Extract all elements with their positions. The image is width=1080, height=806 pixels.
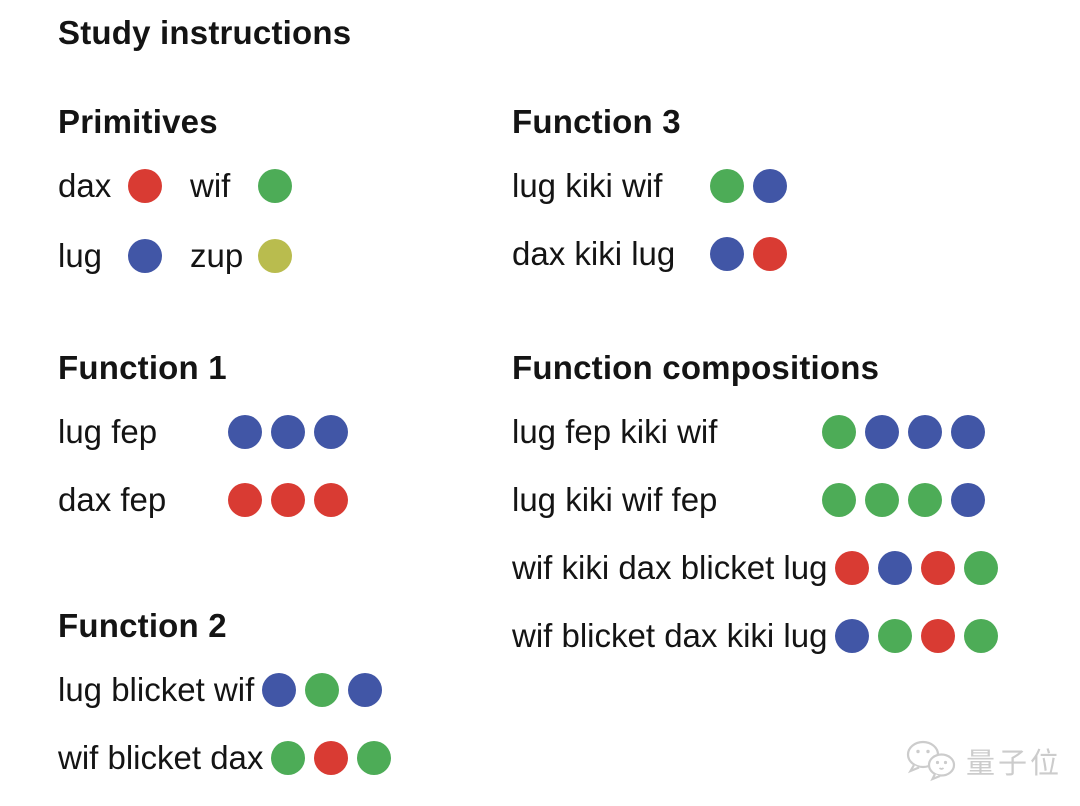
primitives-row: lug zup [58,236,292,276]
color-dot [753,169,787,203]
color-dot [921,619,956,653]
color-dot [314,483,348,517]
dot-sequence [262,673,383,707]
section-heading: Function 1 [58,349,227,386]
dot-sequence [228,483,348,517]
section-heading: Function 2 [58,607,227,644]
color-dot [314,741,349,775]
dot-sequence [835,551,999,585]
color-dot [908,483,942,517]
instruction-row: wif blicket dax [58,738,392,778]
instruction-row: wif blicket dax kiki lug [512,616,999,656]
primitive-word: lug [58,237,103,274]
section-heading: Function compositions [512,349,880,386]
primitive-word: wif [190,167,231,204]
instruction-row: lug kiki wif [512,166,787,206]
color-dot [908,415,942,449]
color-dot [822,415,856,449]
instruction-row: dax fep [58,480,348,520]
instruction-phrase: wif blicket dax kiki lug [512,617,828,654]
color-dot [128,169,162,203]
primitive-pair: lug [58,237,190,275]
dot-sequence [710,169,787,203]
instruction-row: dax kiki lug [512,234,787,274]
color-dot [964,551,999,585]
dot-sequence [822,483,985,517]
watermark-label: 量子位 [965,746,1062,780]
color-dot [305,673,340,707]
instruction-phrase: lug kiki wif [512,167,663,204]
color-dot [835,551,870,585]
primitive-pair: zup [190,237,292,275]
dot-sequence [228,415,348,449]
section-primitives: Primitives dax wif lug zup [58,102,292,306]
color-dot [921,551,956,585]
color-dot [951,415,985,449]
instruction-phrase: wif kiki dax blicket lug [512,549,828,586]
color-dot [271,741,306,775]
color-dot [964,619,999,653]
primitive-word: zup [190,237,244,274]
instruction-phrase: wif blicket dax [58,739,264,776]
dot-sequence [710,237,787,271]
instruction-phrase: lug fep kiki wif [512,413,718,450]
dot-sequence [835,619,999,653]
section-function1: Function 1 lug fep dax fep [58,348,348,548]
color-dot [271,415,305,449]
color-dot [865,415,899,449]
section-function3: Function 3 lug kiki wif dax kiki lug [512,102,787,302]
instruction-phrase: dax fep [58,481,167,518]
primitives-row: dax wif [58,166,292,206]
color-dot [878,551,913,585]
instruction-row: lug fep kiki wif [512,412,998,452]
section-compositions: Function compositions lug fep kiki wif l… [512,348,999,684]
color-dot [835,619,870,653]
color-dot [865,483,899,517]
instruction-row: lug kiki wif fep [512,480,998,520]
color-dot [262,673,297,707]
instruction-phrase: dax kiki lug [512,235,676,272]
color-dot [710,237,744,271]
watermark: 量子位 [904,739,1062,783]
section-heading: Primitives [58,103,218,140]
color-dot [271,483,305,517]
color-dot [951,483,985,517]
primitive-pair: wif [190,167,292,205]
color-dot [710,169,744,203]
primitive-word: dax [58,167,112,204]
color-dot [258,169,292,203]
color-dot [228,483,262,517]
instruction-phrase: lug fep [58,413,158,450]
section-function2: Function 2 lug blicket wif wif blicket d… [58,606,392,806]
color-dot [878,619,913,653]
wechat-icon [906,740,956,782]
color-dot [258,239,292,273]
color-dot [357,741,392,775]
instruction-row: lug fep [58,412,348,452]
color-dot [753,237,787,271]
page-title: Study instructions [58,14,352,51]
color-dot [314,415,348,449]
color-dot [822,483,856,517]
instruction-phrase: lug kiki wif fep [512,481,718,518]
instruction-phrase: lug blicket wif [58,671,255,708]
color-dot [348,673,383,707]
section-heading: Function 3 [512,103,681,140]
instruction-row: wif kiki dax blicket lug [512,548,999,588]
color-dot [228,415,262,449]
dot-sequence [822,415,985,449]
color-dot [128,239,162,273]
dot-sequence [271,741,392,775]
primitive-pair: dax [58,167,190,205]
instruction-row: lug blicket wif [58,670,391,710]
